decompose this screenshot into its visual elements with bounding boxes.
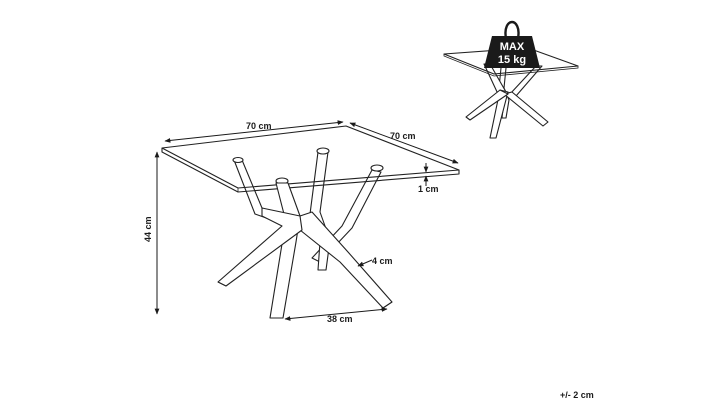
width-dimension-line bbox=[164, 120, 344, 143]
leg-dimension-arrow bbox=[357, 259, 373, 267]
load-max-label: MAX bbox=[500, 41, 525, 53]
dimension-labels: 70 cm 70 cm 1 cm 44 cm 4 cm 38 cm bbox=[143, 121, 439, 324]
load-table-drawing: MAX 15 kg bbox=[443, 20, 579, 139]
main-table-drawing bbox=[161, 125, 460, 319]
width-label: 70 cm bbox=[246, 121, 272, 131]
depth-dimension-line bbox=[349, 122, 459, 164]
weight-handle-icon bbox=[504, 20, 520, 39]
small-leg-front-under bbox=[465, 89, 509, 121]
pad-back-left bbox=[232, 156, 244, 164]
weight-icon bbox=[484, 36, 540, 68]
load-weight-label: 15 kg bbox=[498, 54, 526, 66]
leg-width-label: 4 cm bbox=[372, 256, 393, 266]
tolerance-note: +/- 2 cm bbox=[560, 390, 594, 400]
depth-label: 70 cm bbox=[390, 131, 416, 141]
small-leg-front-right bbox=[503, 91, 549, 127]
height-label: 44 cm bbox=[143, 216, 153, 242]
small-leg-front-left bbox=[489, 89, 509, 139]
base-width-label: 38 cm bbox=[327, 314, 353, 324]
glass-thickness-label: 1 cm bbox=[418, 184, 439, 194]
dimension-lines bbox=[154, 120, 459, 321]
glass-top-edge bbox=[161, 148, 460, 193]
pad-back-center bbox=[316, 147, 330, 155]
pad-back-right bbox=[370, 164, 384, 172]
base-dimension-line bbox=[284, 307, 388, 321]
